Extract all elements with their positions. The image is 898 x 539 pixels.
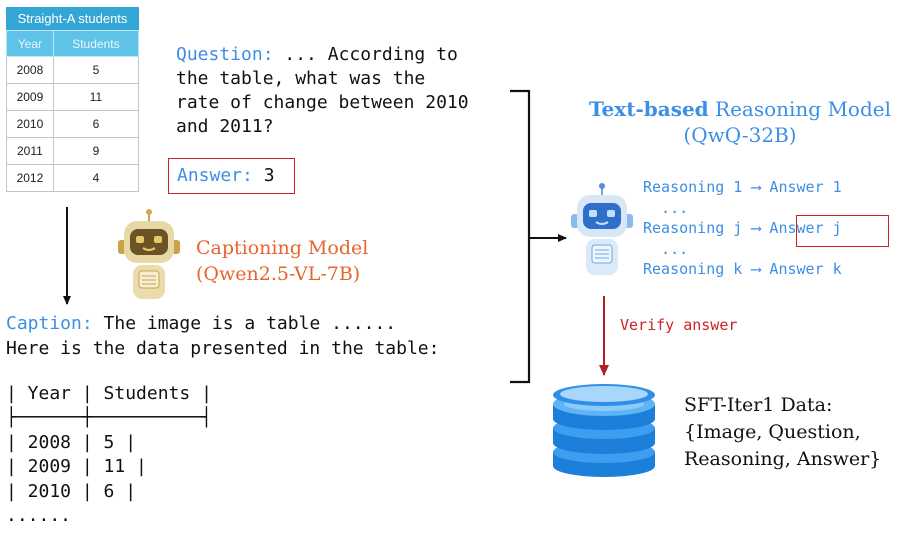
table-cell: 2009 xyxy=(6,83,54,111)
table-row: 2010 6 xyxy=(6,110,140,138)
sft-data-line-3: Reasoning, Answer} xyxy=(684,448,882,470)
captioning-robot-icon xyxy=(118,209,180,299)
sft-data-line-1: SFT-Iter1 Data: xyxy=(684,394,833,416)
reasoning-line-k: Reasoning k ⟶ Answer k xyxy=(643,260,842,278)
table-cell: 5 xyxy=(52,56,140,84)
markdown-table-row: | 2008 | 5 | xyxy=(6,431,137,453)
table-cell: 2012 xyxy=(6,164,54,192)
question-text: Question: ... According to the table, wh… xyxy=(176,43,469,139)
reasoning-paths: Reasoning 1 ⟶ Answer 1 ... Reasoning j ⟶… xyxy=(643,177,842,280)
image-table-header-year: Year xyxy=(6,30,54,57)
captioning-model-name: Captioning Model xyxy=(196,237,369,259)
reasoning-dots-2: ... xyxy=(643,239,689,258)
table-cell: 2008 xyxy=(6,56,54,84)
question-line-1: ... According to xyxy=(273,44,458,65)
question-line-2: the table, what was the xyxy=(176,68,426,89)
table-cell: 4 xyxy=(52,164,140,192)
reasoning-robot-icon xyxy=(571,183,633,275)
markdown-table-divider: ├──────┼──────────┤ xyxy=(6,407,212,429)
question-line-3: rate of change between 2010 xyxy=(176,92,469,113)
table-row: 2008 5 xyxy=(6,56,140,84)
markdown-table: | Year | Students | ├──────┼──────────┤ … xyxy=(6,382,212,528)
table-row: 2011 9 xyxy=(6,137,140,165)
caption-line-2: Here is the data presented in the table: xyxy=(6,338,440,359)
database-icon xyxy=(553,384,655,477)
question-label: Question: xyxy=(176,44,274,65)
markdown-table-row: | 2010 | 6 | xyxy=(6,480,137,502)
markdown-table-row: | 2009 | 11 | xyxy=(6,456,147,478)
caption-label: Caption: xyxy=(6,313,93,334)
table-cell: 9 xyxy=(52,137,140,165)
table-cell: 2010 xyxy=(6,110,54,138)
question-line-4: and 2011? xyxy=(176,116,274,137)
table-row: 2012 4 xyxy=(6,164,140,192)
verify-answer-label: Verify answer xyxy=(620,316,738,334)
reasoning-line-1: Reasoning 1 ⟶ Answer 1 xyxy=(643,178,842,196)
sft-data-label: SFT-Iter1 Data: {Image, Question, Reason… xyxy=(684,392,881,473)
caption-line-1: The image is a table ...... xyxy=(92,313,397,334)
table-cell: 6 xyxy=(52,110,140,138)
table-row: 2009 11 xyxy=(6,83,140,111)
image-table: Straight-A students Year Students 2008 5… xyxy=(6,7,140,192)
bracket-line xyxy=(510,89,531,384)
answer-j-highlight-box xyxy=(796,215,889,247)
table-cell: 2011 xyxy=(6,137,54,165)
answer-box: Answer: 3 xyxy=(168,158,295,194)
reasoning-dots-1: ... xyxy=(643,198,689,217)
image-table-grid: Year Students 2008 5 2009 11 2010 6 2011… xyxy=(6,30,140,192)
markdown-table-ellipsis: ...... xyxy=(6,505,72,527)
reasoning-model-name: Reasoning Model xyxy=(708,97,892,121)
sft-data-line-2: {Image, Question, xyxy=(684,421,861,443)
markdown-table-header: | Year | Students | xyxy=(6,383,212,404)
table-cell: 11 xyxy=(52,83,140,111)
answer-label: Answer: xyxy=(177,165,253,186)
answer-value: 3 xyxy=(252,165,275,186)
caption-text: Caption: The image is a table ...... Her… xyxy=(6,311,439,361)
reasoning-model-id: (QwQ-32B) xyxy=(683,123,797,147)
image-table-header-students: Students xyxy=(52,30,140,57)
image-table-title: Straight-A students xyxy=(6,7,139,30)
reasoning-model-label: Text-based Reasoning Model (QwQ-32B) xyxy=(560,96,898,148)
captioning-model-label: Captioning Model (Qwen2.5-VL-7B) xyxy=(196,235,368,287)
reasoning-model-name-bold: Text-based xyxy=(588,97,709,121)
captioning-model-id: (Qwen2.5-VL-7B) xyxy=(196,263,361,285)
